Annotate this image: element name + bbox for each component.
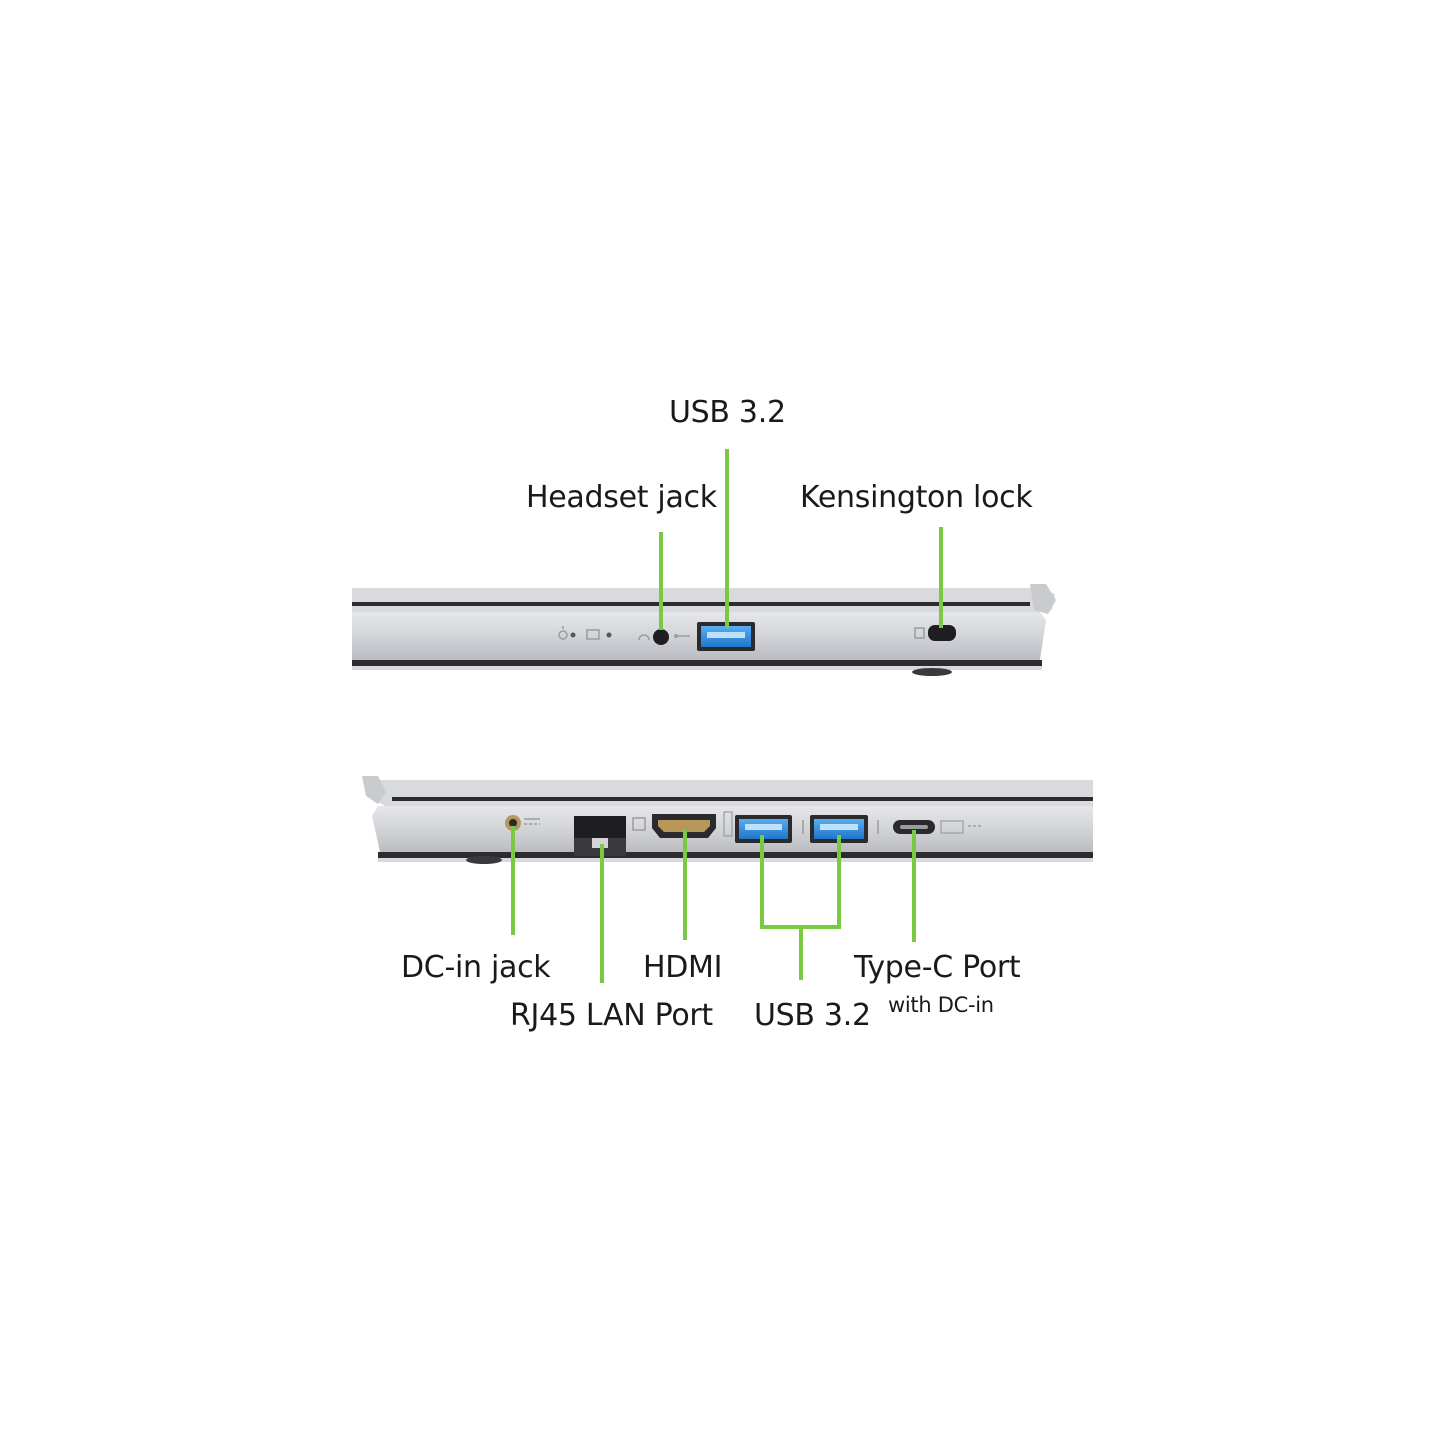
usb-label-bottom: USB 3.2	[754, 998, 871, 1033]
kensington-lock-label: Kensington lock	[800, 480, 1033, 515]
hdmi-port	[652, 814, 716, 838]
callouts-bottom	[511, 826, 916, 983]
rj45-lan-port-label: RJ45 LAN Port	[510, 998, 713, 1033]
type-c-sublabel: with DC-in	[888, 993, 994, 1017]
usb-port-right	[697, 622, 755, 651]
headset-jack-label: Headset jack	[526, 480, 717, 515]
base-bottom	[352, 660, 1042, 666]
laptop-right-side	[352, 584, 1056, 676]
lan-symbol-icon	[632, 817, 646, 831]
base-bottom-lip	[352, 666, 1042, 670]
hinge	[362, 776, 386, 804]
base-bottom-lip	[378, 858, 1093, 862]
laptop-left-side	[362, 776, 1093, 864]
kensington-slot	[928, 625, 956, 641]
dc-symbol-icon	[524, 818, 540, 825]
hdmi-symbol-icon	[723, 811, 733, 837]
headset-icon	[638, 634, 650, 641]
power-led-icon	[558, 626, 576, 640]
foot	[912, 668, 952, 676]
usb-port-left-1	[735, 815, 792, 843]
callouts-top	[659, 449, 943, 630]
usb-symbol-icon	[674, 634, 690, 638]
lid-edge	[364, 780, 1093, 806]
headset-jack	[653, 629, 669, 645]
base-bottom	[378, 852, 1093, 858]
lock-symbol-icon	[914, 627, 925, 639]
usb-label-top: USB 3.2	[669, 395, 786, 430]
lid-edge	[352, 588, 1055, 612]
usb-c-symbol-icon	[940, 820, 982, 834]
usb-port-left-2	[810, 815, 868, 843]
type-c-port-label: Type-C Port	[854, 950, 1021, 985]
dc-in-jack-label: DC-in jack	[401, 950, 551, 985]
foot	[466, 856, 502, 864]
hdmi-label: HDMI	[643, 950, 723, 985]
hinge	[1030, 584, 1056, 614]
battery-led-icon	[586, 629, 612, 640]
